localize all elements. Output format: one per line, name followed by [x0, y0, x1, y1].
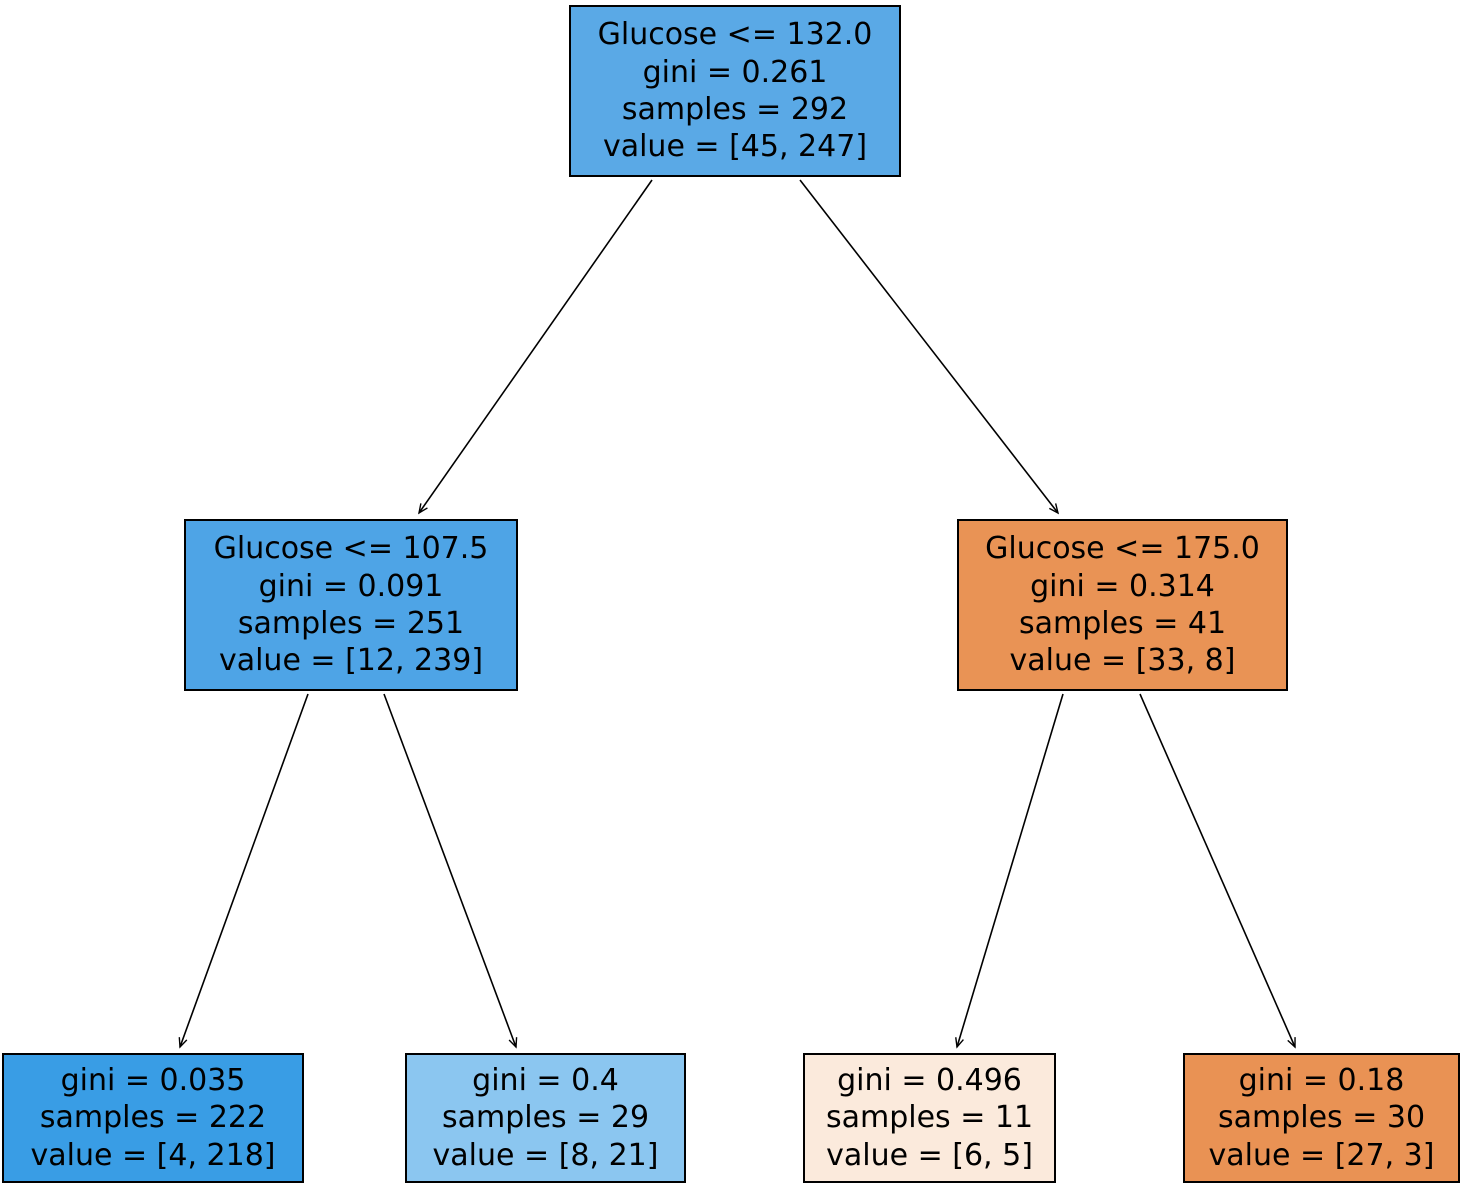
node-value: value = [4, 218]: [30, 1137, 276, 1173]
node-samples: samples = 30: [1217, 1100, 1426, 1136]
tree-node-right-branch[interactable]: Glucose <= 175.0 gini = 0.314 samples = …: [957, 519, 1288, 691]
tree-edge-right-to-leaf4: [1139, 693, 1296, 1049]
tree-leaf-2[interactable]: gini = 0.4 samples = 29 value = [8, 21]: [405, 1053, 686, 1183]
tree-leaf-4[interactable]: gini = 0.18 samples = 30 value = [27, 3]: [1183, 1053, 1460, 1183]
node-gini: gini = 0.091: [258, 568, 444, 604]
tree-edge-left-to-leaf1: [178, 693, 309, 1049]
node-gini: gini = 0.4: [472, 1062, 619, 1098]
node-condition: Glucose <= 175.0: [985, 531, 1260, 567]
node-gini: gini = 0.261: [642, 54, 828, 90]
node-value: value = [33, 8]: [1009, 643, 1236, 679]
node-value: value = [8, 21]: [432, 1137, 659, 1173]
node-gini: gini = 0.035: [60, 1062, 246, 1098]
tree-edge-left-to-leaf2: [383, 693, 518, 1049]
node-value: value = [45, 247]: [602, 129, 868, 165]
node-gini: gini = 0.18: [1238, 1062, 1405, 1098]
node-samples: samples = 292: [621, 92, 849, 127]
node-samples: samples = 29: [441, 1100, 650, 1136]
tree-edge-right-to-leaf3: [955, 693, 1064, 1049]
tree-edge-root-to-left: [418, 179, 653, 515]
node-samples: samples = 41: [1018, 606, 1227, 641]
node-gini: gini = 0.314: [1030, 568, 1215, 604]
tree-leaf-3[interactable]: gini = 0.496 samples = 11 value = [6, 5]: [803, 1053, 1056, 1183]
tree-node-root[interactable]: Glucose <= 132.0 gini = 0.261 samples = …: [569, 5, 901, 177]
node-condition: Glucose <= 132.0: [597, 17, 873, 53]
node-samples: samples = 222: [39, 1100, 267, 1136]
node-samples: samples = 251: [237, 606, 465, 641]
node-gini: gini = 0.496: [837, 1062, 1022, 1098]
node-samples: samples = 11: [825, 1100, 1034, 1136]
node-value: value = [6, 5]: [826, 1137, 1033, 1173]
node-value: value = [12, 239]: [218, 643, 484, 679]
tree-node-left-branch[interactable]: Glucose <= 107.5 gini = 0.091 samples = …: [184, 519, 518, 691]
node-value: value = [27, 3]: [1208, 1137, 1435, 1173]
tree-leaf-1[interactable]: gini = 0.035 samples = 222 value = [4, 2…: [2, 1053, 304, 1183]
node-condition: Glucose <= 107.5: [213, 531, 489, 567]
tree-edge-root-to-right: [799, 179, 1060, 515]
